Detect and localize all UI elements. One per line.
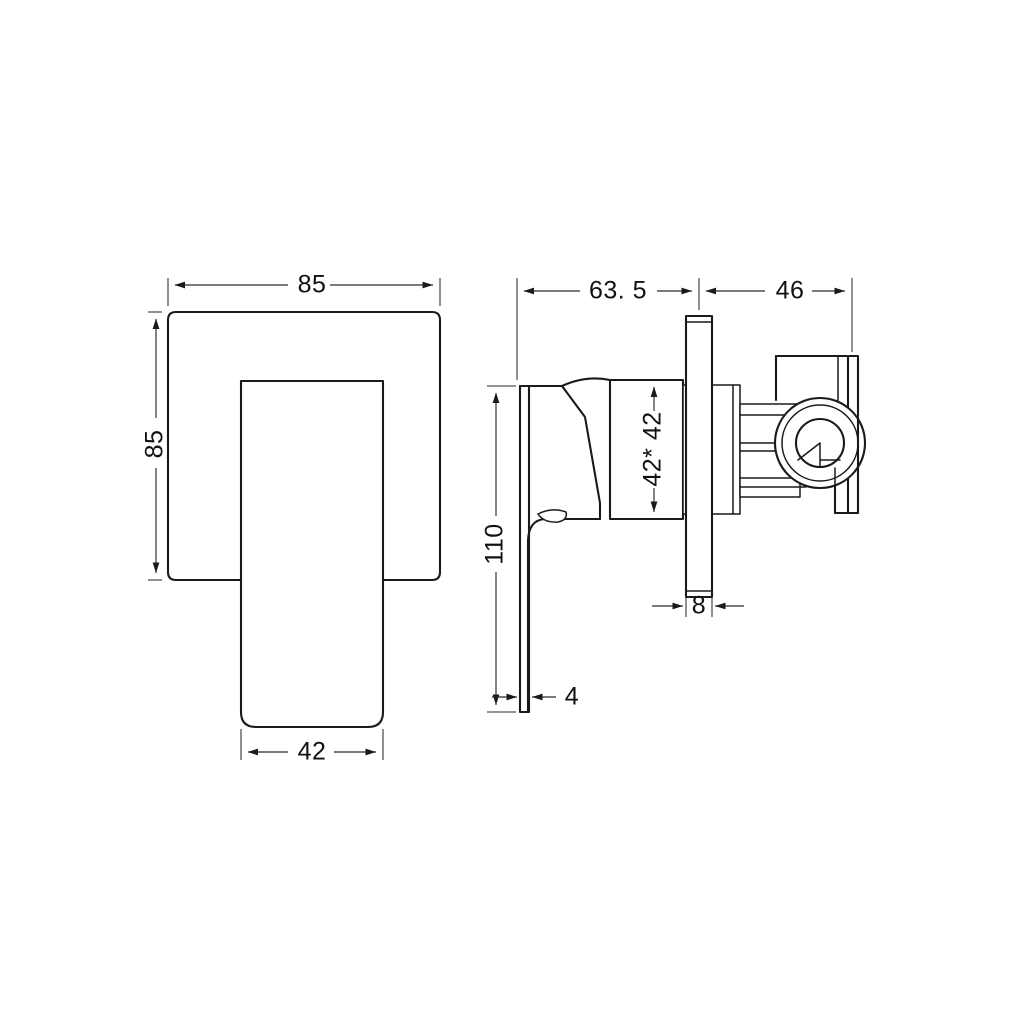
dim-text-front-height: 85 [141, 430, 169, 459]
dim-text-8: 8 [692, 592, 706, 620]
side-lever-detent-oval [537, 509, 568, 523]
side-escutcheon-skirt [518, 384, 602, 521]
dim-text-63-5: 63. 5 [589, 277, 647, 305]
side-mounting-flange [684, 314, 714, 599]
side-section-view [518, 314, 867, 714]
dim-text-42x42: 42* 42 [639, 411, 667, 486]
side-view-dimensions: 63. 5 46 42* 42 110 8 4 [481, 277, 853, 713]
side-valve-keyway [797, 442, 841, 468]
dim-text-46: 46 [776, 277, 805, 305]
dim-text-front-width: 85 [298, 271, 327, 299]
side-lever-shoulder-curve [560, 377, 612, 388]
dim-text-4: 4 [565, 683, 579, 711]
side-body-block [608, 378, 685, 521]
dim-text-handle-width: 42 [298, 738, 327, 766]
front-handle-lever [239, 379, 385, 729]
front-view-dimensions: 85 85 42 [141, 271, 441, 766]
dim-text-110: 110 [481, 523, 509, 564]
front-elevation-view [166, 310, 442, 729]
side-bracket-right-trim [846, 354, 860, 515]
